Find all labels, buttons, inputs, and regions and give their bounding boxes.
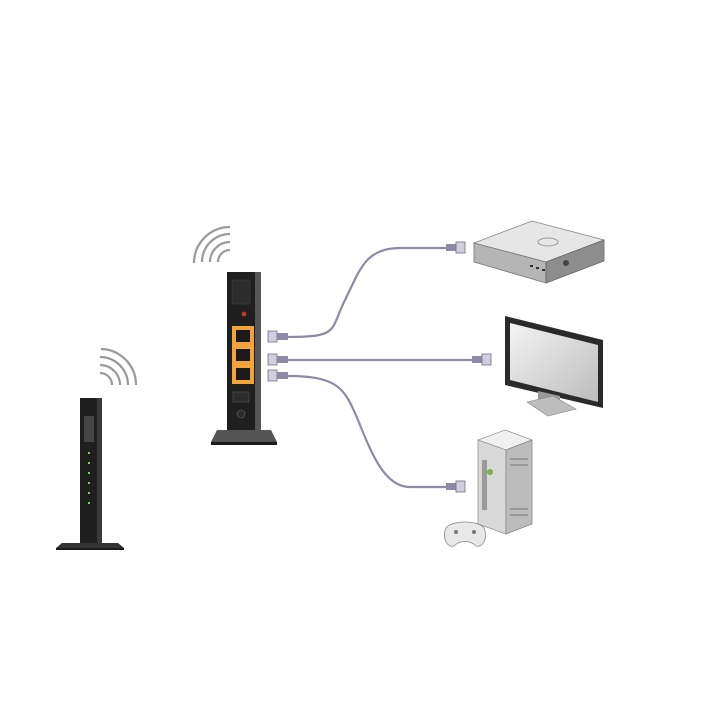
wireless-router-icon [56,349,136,550]
rj45-plug-icon [446,242,465,253]
rj45-plug-icon [446,481,465,492]
wifi-signal-icon [194,227,230,263]
cable-to-media-player [288,248,448,337]
cable-to-game-console [288,376,448,487]
wireless-extender-icon [194,227,277,445]
rj45-plug-icon [268,354,288,365]
ethernet-cables [288,248,474,487]
wifi-signal-icon [100,349,136,385]
rj45-plug-icon [268,370,288,381]
ethernet-ports [232,326,254,384]
cable-connectors [268,242,491,492]
media-player-icon [474,221,604,283]
game-controller-icon [444,522,485,546]
monitor-icon [505,316,603,416]
power-led [242,312,247,317]
rj45-plug-icon [268,331,288,342]
rj45-plug-icon [472,354,491,365]
